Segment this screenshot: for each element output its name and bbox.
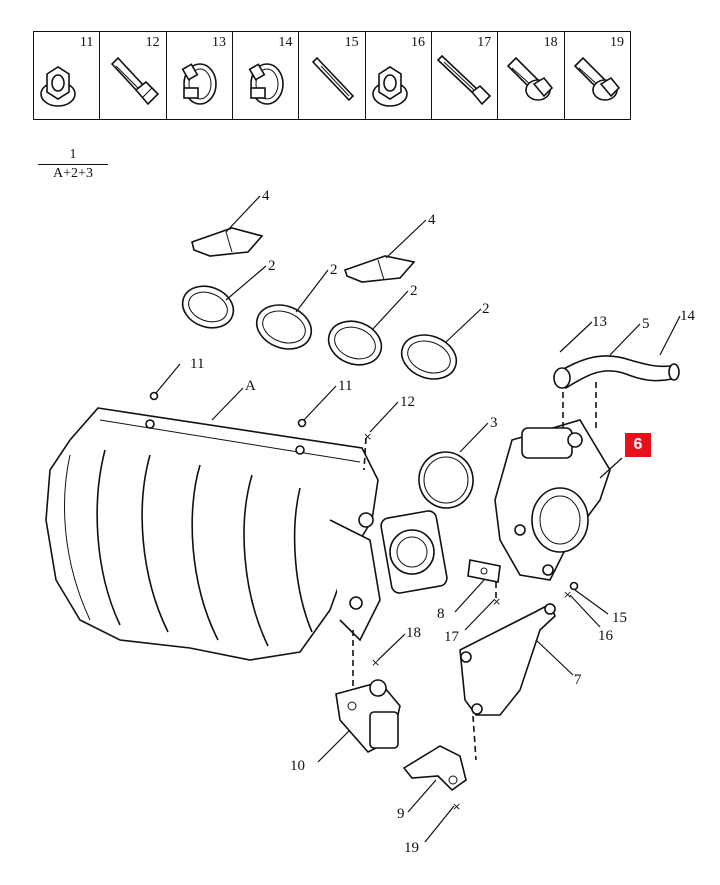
fastener-number: 12 [145, 35, 160, 50]
long-bolt-icon [436, 54, 492, 106]
fastener-number: 11 [79, 35, 94, 50]
callout-2: 2 [482, 301, 490, 317]
fastener-cell-18: 18 [498, 32, 565, 119]
hose-part-5 [553, 355, 680, 390]
flange-nut-icon [371, 66, 408, 107]
svg-text:×: × [452, 800, 461, 813]
assembly-number: 1 [69, 147, 77, 162]
bracket-part-9 [402, 745, 467, 792]
fastener-cell-19: 19 [565, 32, 630, 119]
gasket-part-2-b [255, 304, 313, 350]
fastener-cell-13: 13 [167, 32, 233, 119]
fastener-number: 17 [477, 35, 492, 50]
callout-2: 2 [330, 262, 338, 278]
assembly-legend: 1 A+2+3 [38, 147, 108, 182]
fastener-markers: × × × × × [149, 391, 579, 813]
leader-lines [155, 195, 681, 843]
callout-3: 3 [490, 415, 498, 431]
gasket-part-2-d [400, 334, 458, 380]
intake-manifold-part-A [45, 407, 448, 661]
svg-text:×: × [363, 430, 372, 443]
flange-bolt-icon [507, 56, 554, 101]
callout-19: 19 [404, 840, 419, 856]
callout-13: 13 [592, 314, 607, 330]
fastener-cell-17: 17 [432, 32, 499, 119]
callout-2: 2 [410, 283, 418, 299]
gasket-part-2-a [181, 285, 235, 329]
fastener-cell-15: 15 [299, 32, 366, 119]
svg-text:×: × [492, 595, 501, 608]
callout-16: 16 [598, 628, 614, 644]
callout-5: 5 [642, 316, 650, 332]
callout-2: 2 [268, 258, 276, 274]
throttle-body-part-6 [494, 419, 611, 581]
hose-clamp-icon [248, 63, 284, 105]
callout-17: 17 [444, 629, 460, 645]
stud-icon [312, 56, 355, 102]
bracket-part-7 [459, 602, 556, 716]
callout-4: 4 [262, 188, 270, 204]
bolt-icon [111, 56, 160, 106]
flange-bolt-icon [573, 56, 620, 101]
callout-10: 10 [290, 758, 305, 774]
plate-part-8 [467, 559, 501, 583]
svg-text:×: × [563, 588, 572, 601]
callout-15: 15 [612, 610, 627, 626]
callout-14: 14 [680, 308, 696, 324]
fastener-number: 14 [278, 35, 293, 50]
callout-11: 11 [338, 378, 352, 394]
callout-4: 4 [428, 212, 436, 228]
assembly-composition: A+2+3 [53, 166, 93, 181]
throttle-gasket-part-3 [418, 451, 474, 509]
fastener-table: 11 12 13 14 15 [33, 31, 631, 120]
fastener-cell-12: 12 [100, 32, 167, 119]
callout-6-highlighted[interactable]: 6 [625, 433, 651, 457]
clip-part-4-right [343, 255, 416, 283]
fastener-cell-11: 11 [34, 32, 101, 119]
flange-nut-icon [40, 66, 76, 107]
hose-clamp-icon [181, 63, 217, 105]
svg-text:×: × [371, 656, 380, 669]
gasket-part-2-c [327, 320, 383, 366]
fastener-number: 13 [211, 35, 226, 50]
callout-9: 9 [397, 806, 405, 822]
fastener-number: 19 [609, 35, 624, 50]
fastener-cell-16: 16 [366, 32, 432, 119]
callout-11: 11 [190, 356, 204, 372]
callout-8: 8 [437, 606, 445, 622]
callout-18: 18 [406, 625, 421, 641]
clip-part-4-left [191, 227, 264, 257]
fastener-cell-14: 14 [233, 32, 300, 119]
fastener-number: 18 [543, 35, 558, 50]
callout-12: 12 [400, 394, 415, 410]
callout-7: 7 [574, 672, 582, 688]
fastener-number: 16 [410, 35, 425, 50]
fastener-number: 15 [344, 35, 359, 50]
callout-A: A [245, 378, 256, 394]
sensor-part-10 [335, 679, 401, 753]
